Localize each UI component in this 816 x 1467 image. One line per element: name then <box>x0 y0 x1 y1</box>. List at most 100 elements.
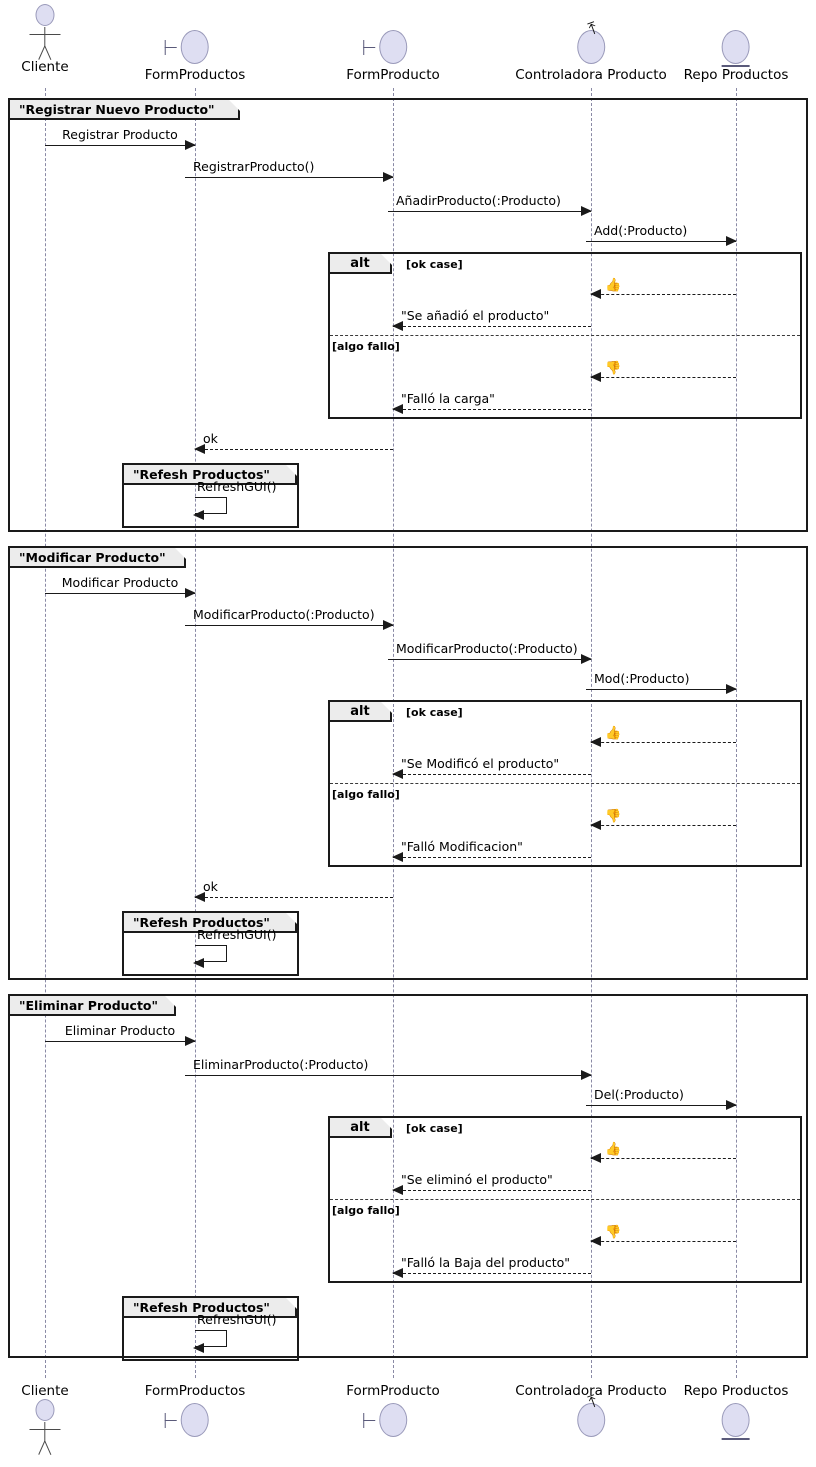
participant-label: FormProductos <box>144 67 246 83</box>
alt-operator-label: alt <box>350 255 370 271</box>
nested-tab-refesh-2: "Refesh Productos" <box>124 913 297 933</box>
participant-label: FormProducto <box>346 1383 440 1399</box>
alt-frame-3 <box>328 1116 802 1283</box>
message-label: Modificar Producto <box>61 575 179 590</box>
alt-operator-label: alt <box>350 1119 370 1135</box>
self-message-label: RefreshGUI() <box>197 1312 277 1327</box>
message-label: Registrar Producto <box>62 127 178 142</box>
thumbs-down-icon: 👎 <box>605 361 622 376</box>
group-frame-modificar <box>8 546 808 980</box>
alt-guard-ok-2: [ok case] <box>406 706 463 719</box>
message-label: "Falló la Baja del producto" <box>401 1255 571 1270</box>
group-tab-modificar: "Modificar Producto" <box>10 548 186 568</box>
self-message-label: RefreshGUI() <box>197 479 277 494</box>
message-label: "Se Modificó el producto" <box>401 756 560 771</box>
alt-guard-ok-3: [ok case] <box>406 1122 463 1135</box>
message-label: "Falló Modificacion" <box>401 839 523 854</box>
nested-title: "Refesh Productos" <box>133 914 270 930</box>
message-label: RegistrarProducto() <box>193 159 315 174</box>
alt-guard-ok-1: [ok case] <box>406 258 463 271</box>
participant-label: Repo Productos <box>683 67 789 83</box>
thumbs-up-icon: 👍 <box>605 726 622 741</box>
message-label: EliminarProducto(:Producto) <box>193 1057 369 1072</box>
group-frame-eliminar <box>8 994 808 1358</box>
actor-stick-figure-icon <box>15 4 75 60</box>
participant-label: Cliente <box>21 59 69 75</box>
alt-frame-2 <box>328 700 802 867</box>
participant-repo-top[interactable]: Repo Productos <box>683 26 789 83</box>
message-label: AñadirProducto(:Producto) <box>396 193 561 208</box>
participant-formproductos-bottom[interactable]: FormProductos <box>144 1383 246 1441</box>
self-message-refreshgui-1: RefreshGUI() <box>193 479 276 520</box>
boundary-icon <box>160 26 230 68</box>
participant-label: FormProductos <box>144 1383 246 1399</box>
message-label: Del(:Producto) <box>594 1087 684 1102</box>
thumbs-down-icon: 👎 <box>605 809 622 824</box>
lifeline-controladora <box>591 88 592 1378</box>
alt-frame-1 <box>328 252 802 419</box>
participant-label: Controladora Producto <box>515 67 667 83</box>
alt-divider-2 <box>330 783 800 784</box>
alt-operator-tab-3: alt <box>330 1118 392 1138</box>
alt-operator-tab-1: alt <box>330 254 392 274</box>
message-label: "Se eliminó el producto" <box>401 1172 553 1187</box>
participant-formproducto-bottom[interactable]: FormProducto <box>346 1384 440 1441</box>
nested-frame-refesh-2 <box>122 911 299 976</box>
message-label: ModificarProducto(:Producto) <box>193 607 375 622</box>
thumbs-up-icon: 👍 <box>605 1142 622 1157</box>
alt-guard-fail-2: [algo fallo] <box>332 788 400 801</box>
message-label: ok <box>203 879 218 894</box>
participant-label: FormProducto <box>346 67 440 83</box>
boundary-icon <box>358 1399 428 1441</box>
alt-divider-1 <box>330 335 800 336</box>
thumbs-up-icon: 👍 <box>605 278 622 293</box>
group-tab-registrar: "Registrar Nuevo Producto" <box>10 100 240 120</box>
participant-cliente-bottom[interactable]: Cliente <box>15 1384 75 1455</box>
nested-title: "Refesh Productos" <box>133 466 270 482</box>
alt-guard-fail-1: [algo fallo] <box>332 340 400 353</box>
message-label: Eliminar Producto <box>64 1023 176 1038</box>
participant-formproducto-top[interactable]: FormProducto <box>346 26 440 83</box>
control-icon: ⤒ <box>556 1391 626 1441</box>
self-message-refreshgui-2: RefreshGUI() <box>193 927 276 968</box>
message-label: "Se añadió el producto" <box>401 308 550 323</box>
participant-controladora-bottom[interactable]: Controladora Producto ⤒ <box>515 1384 667 1441</box>
message-label: Add(:Producto) <box>594 223 688 238</box>
alt-operator-tab-2: alt <box>330 702 392 722</box>
group-title: "Modificar Producto" <box>19 549 166 565</box>
participant-label: Cliente <box>21 1383 69 1399</box>
nested-tab-refesh-3: "Refesh Productos" <box>124 1298 297 1318</box>
lifeline-repo <box>736 88 737 1378</box>
boundary-icon <box>358 26 428 68</box>
nested-tab-refesh-1: "Refesh Productos" <box>124 465 297 485</box>
entity-icon <box>701 26 771 68</box>
group-title: "Eliminar Producto" <box>19 997 159 1013</box>
lifeline-formproductos <box>195 88 196 1378</box>
group-tab-eliminar: "Eliminar Producto" <box>10 996 176 1016</box>
participant-label: Controladora Producto <box>515 1383 667 1399</box>
message-label: "Falló la carga" <box>401 391 495 406</box>
message-label: ok <box>203 431 218 446</box>
nested-title: "Refesh Productos" <box>133 1299 270 1315</box>
participant-repo-bottom[interactable]: Repo Productos <box>683 1383 789 1441</box>
participant-label: Repo Productos <box>683 1383 789 1399</box>
actor-stick-figure-icon <box>15 1399 75 1455</box>
participant-cliente-top[interactable]: Cliente <box>15 4 75 75</box>
group-title: "Registrar Nuevo Producto" <box>19 101 215 117</box>
alt-divider-3 <box>330 1199 800 1200</box>
thumbs-down-icon: 👎 <box>605 1225 622 1240</box>
self-message-label: RefreshGUI() <box>197 927 277 942</box>
control-icon: ⤒ <box>556 18 626 68</box>
nested-frame-refesh-1 <box>122 463 299 528</box>
participant-controladora-top[interactable]: ⤒ Controladora Producto <box>515 18 667 83</box>
boundary-icon <box>160 1399 230 1441</box>
message-label: Mod(:Producto) <box>594 671 690 686</box>
alt-guard-fail-3: [algo fallo] <box>332 1204 400 1217</box>
alt-operator-label: alt <box>350 703 370 719</box>
participant-formproductos-top[interactable]: FormProductos <box>144 26 246 83</box>
entity-icon <box>701 1399 771 1441</box>
group-frame-registrar <box>8 98 808 532</box>
self-message-refreshgui-3: RefreshGUI() <box>193 1312 276 1353</box>
lifeline-formproducto <box>393 88 394 1378</box>
nested-frame-refesh-3 <box>122 1296 299 1361</box>
